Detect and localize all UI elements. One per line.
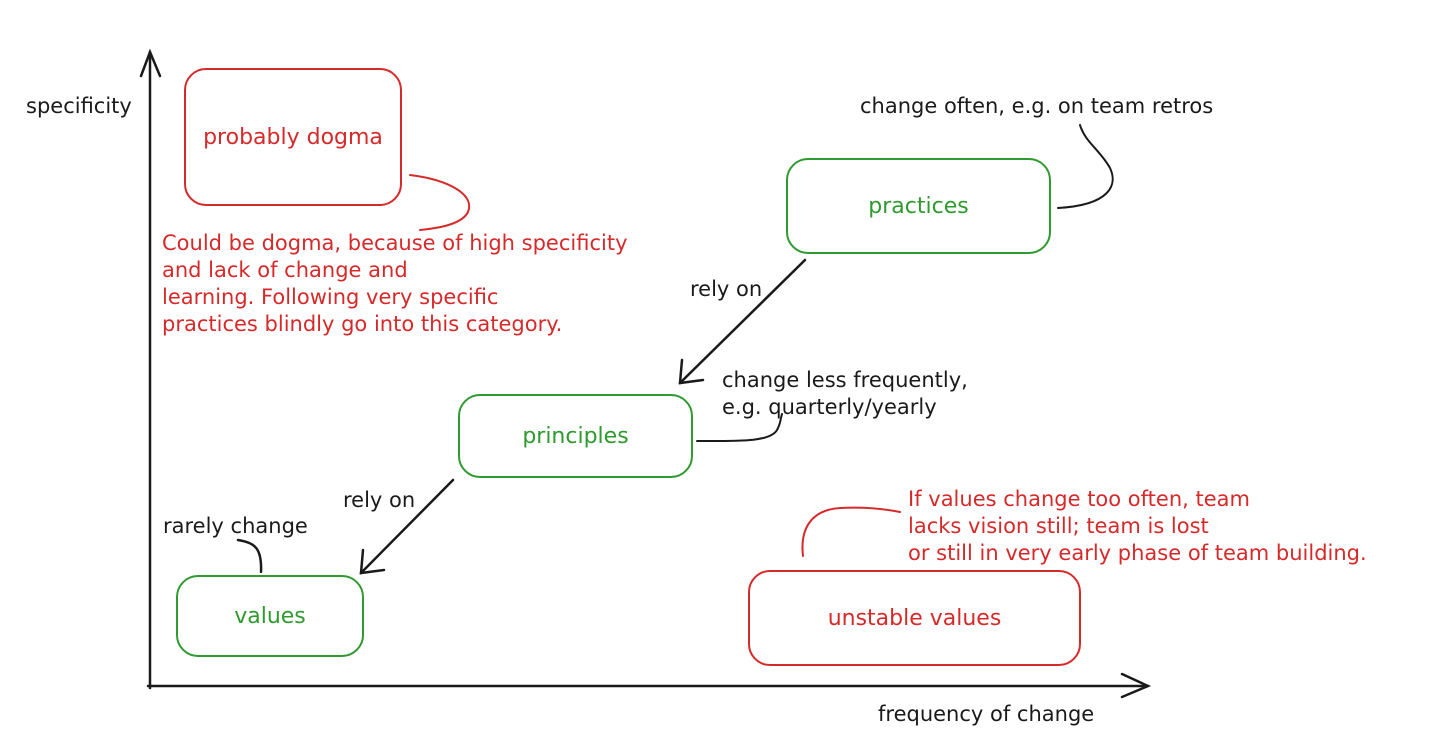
rely-on-label-lower: rely on (343, 488, 416, 512)
values-note: rarely change (163, 514, 308, 538)
dogma-note: Could be dogma, because of high specific… (162, 231, 628, 336)
principles-box: principles (458, 394, 693, 478)
dogma-box: probably dogma (184, 68, 402, 206)
unstable-values-box: unstable values (748, 570, 1081, 666)
practices-note-connector (1057, 124, 1114, 209)
rely-on-label-upper: rely on (690, 277, 763, 301)
arrow-practices-to-principles (678, 258, 807, 385)
practices-box-label: practices (868, 193, 969, 219)
values-note-connector (236, 538, 263, 574)
dogma-note-connector (409, 174, 471, 231)
unstable-note-connector (801, 506, 901, 557)
dogma-box-label: probably dogma (203, 124, 383, 150)
principles-note: change less frequently, e.g. quarterly/y… (722, 368, 968, 419)
principles-box-label: principles (522, 423, 629, 449)
x-axis (146, 672, 1152, 699)
y-axis-label: specificity (26, 94, 132, 118)
arrow-principles-to-values (359, 478, 455, 575)
values-box: values (176, 575, 364, 657)
practices-note: change often, e.g. on team retros (860, 94, 1214, 118)
practices-box: practices (786, 158, 1051, 254)
y-axis (139, 48, 162, 690)
unstable-values-note: If values change too often, team lacks v… (908, 487, 1367, 565)
unstable-values-box-label: unstable values (827, 605, 1002, 631)
x-axis-label: frequency of change (878, 702, 1095, 726)
values-box-label: values (234, 603, 306, 629)
principles-note-connector (696, 413, 783, 443)
